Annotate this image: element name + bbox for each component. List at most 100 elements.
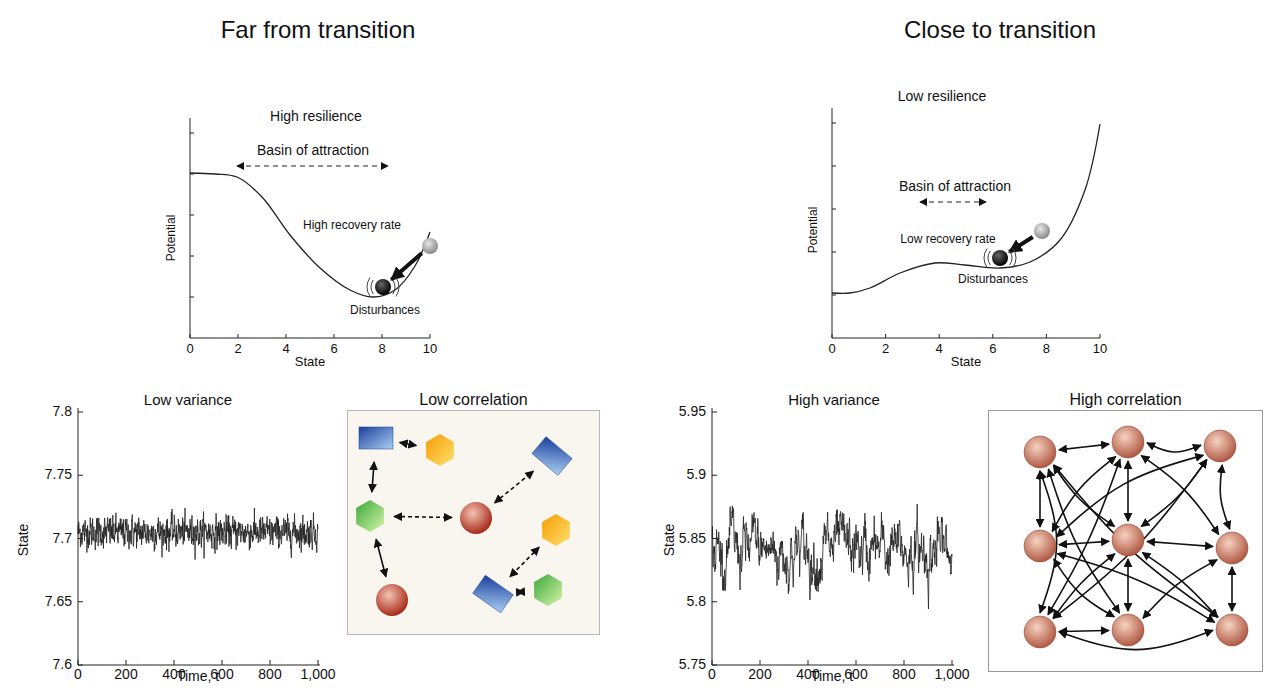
tick-mark — [190, 334, 191, 338]
tick-mark — [992, 334, 993, 338]
interaction-arrow — [1142, 552, 1217, 617]
disturbance-mark — [1010, 251, 1012, 265]
interaction-arrow — [1059, 630, 1109, 631]
tick-label: 4 — [282, 342, 289, 356]
interaction-arrow — [372, 462, 374, 492]
basin-arrow — [237, 166, 388, 167]
tick-mark — [78, 601, 83, 602]
grey-ball — [1034, 223, 1050, 239]
tick-label: 10 — [423, 342, 437, 356]
grey-ball — [422, 238, 438, 254]
tick-label: 5.85 — [679, 531, 706, 546]
interaction-arrow — [1053, 554, 1115, 619]
tick-mark — [190, 256, 194, 257]
plot-title: High variance — [788, 392, 880, 409]
recovery-arrow — [1009, 237, 1032, 252]
interaction-arrow — [1127, 559, 1129, 611]
interaction-arrow — [1147, 541, 1213, 546]
disturbance-mark — [1013, 249, 1016, 268]
tick-label: 7.8 — [53, 404, 72, 419]
tick-label: 7.65 — [45, 594, 72, 609]
interaction-arrow — [394, 516, 452, 517]
species-circle — [1216, 614, 1248, 646]
tick-mark — [952, 660, 953, 665]
axis-line — [832, 108, 1100, 338]
species-rect — [532, 437, 572, 476]
tick-label: 5.9 — [687, 468, 706, 483]
tick-mark — [190, 133, 194, 134]
black-ball — [375, 279, 391, 295]
species-hexagon — [356, 500, 384, 532]
tick-mark — [832, 295, 836, 296]
tick-label: 800 — [892, 667, 915, 682]
axis-title: Potential — [165, 215, 178, 262]
interaction-arrow — [1147, 443, 1201, 452]
tick-label: 6 — [330, 342, 337, 356]
basin-label: Basin of attraction — [899, 179, 1011, 194]
network-panel: High correlation — [988, 410, 1263, 672]
species-circle — [1112, 614, 1144, 646]
tick-label: 7.7 — [53, 531, 72, 546]
interaction-arrow — [1052, 457, 1115, 532]
disturbance-mark — [984, 249, 987, 268]
tick-mark — [222, 660, 223, 665]
interaction-arrow — [1059, 541, 1109, 544]
axis-title: State — [951, 355, 981, 369]
species-circle — [376, 584, 408, 616]
interaction-arrow — [376, 539, 386, 577]
disturbance-mark — [988, 251, 990, 265]
tick-label: 1,000 — [300, 667, 335, 682]
tick-mark — [760, 660, 761, 665]
black-ball — [992, 250, 1008, 266]
tick-mark — [286, 334, 287, 338]
tick-label: 7.75 — [45, 468, 72, 483]
tick-mark — [832, 209, 836, 210]
tick-label: 0 — [708, 667, 716, 682]
tick-mark — [712, 601, 717, 602]
column-title: Far from transition — [221, 17, 416, 43]
network-panel: Low correlation — [347, 410, 600, 635]
tick-label: 800 — [258, 667, 281, 682]
potential-curve — [832, 124, 1100, 293]
recovery-arrow — [391, 253, 421, 280]
axis-title: State — [295, 355, 325, 369]
tick-label: 10 — [1093, 342, 1107, 356]
tick-label: 8 — [378, 342, 385, 356]
tick-mark — [174, 660, 175, 665]
tick-label: 200 — [114, 667, 137, 682]
disturbance-mark — [371, 280, 373, 294]
tick-label: 0 — [828, 342, 835, 356]
axis-line — [190, 118, 430, 338]
tick-mark — [832, 123, 836, 124]
interaction-arrow — [1048, 459, 1120, 615]
tick-mark — [832, 334, 833, 338]
tick-mark — [430, 334, 431, 338]
axis-line — [712, 408, 954, 665]
column-title: Close to transition — [904, 17, 1096, 43]
panel-ground — [347, 410, 600, 635]
interaction-arrow — [400, 442, 417, 445]
interaction-arrow — [1053, 460, 1207, 619]
interaction-arrow — [1054, 465, 1218, 617]
time-series-line — [78, 508, 318, 560]
tick-label: 0 — [74, 667, 82, 682]
annotation: Disturbances — [958, 273, 1028, 286]
tick-mark — [712, 475, 717, 476]
tick-mark — [1046, 334, 1047, 338]
tick-mark — [334, 334, 335, 338]
tick-mark — [712, 660, 713, 665]
species-rect — [473, 575, 513, 613]
species-circle — [1112, 524, 1144, 556]
time-series-plot — [712, 408, 954, 665]
tick-label: 2 — [234, 342, 241, 356]
tick-label: 1,000 — [934, 667, 969, 682]
interaction-arrow — [1141, 460, 1206, 527]
tick-mark — [78, 660, 79, 665]
tick-mark — [190, 297, 194, 298]
axis-title: Time, t — [177, 669, 219, 684]
tick-mark — [939, 334, 940, 338]
tick-mark — [856, 660, 857, 665]
species-circle — [1216, 532, 1248, 564]
interaction-arrow — [495, 471, 534, 503]
basin-label: Basin of attraction — [257, 143, 369, 158]
